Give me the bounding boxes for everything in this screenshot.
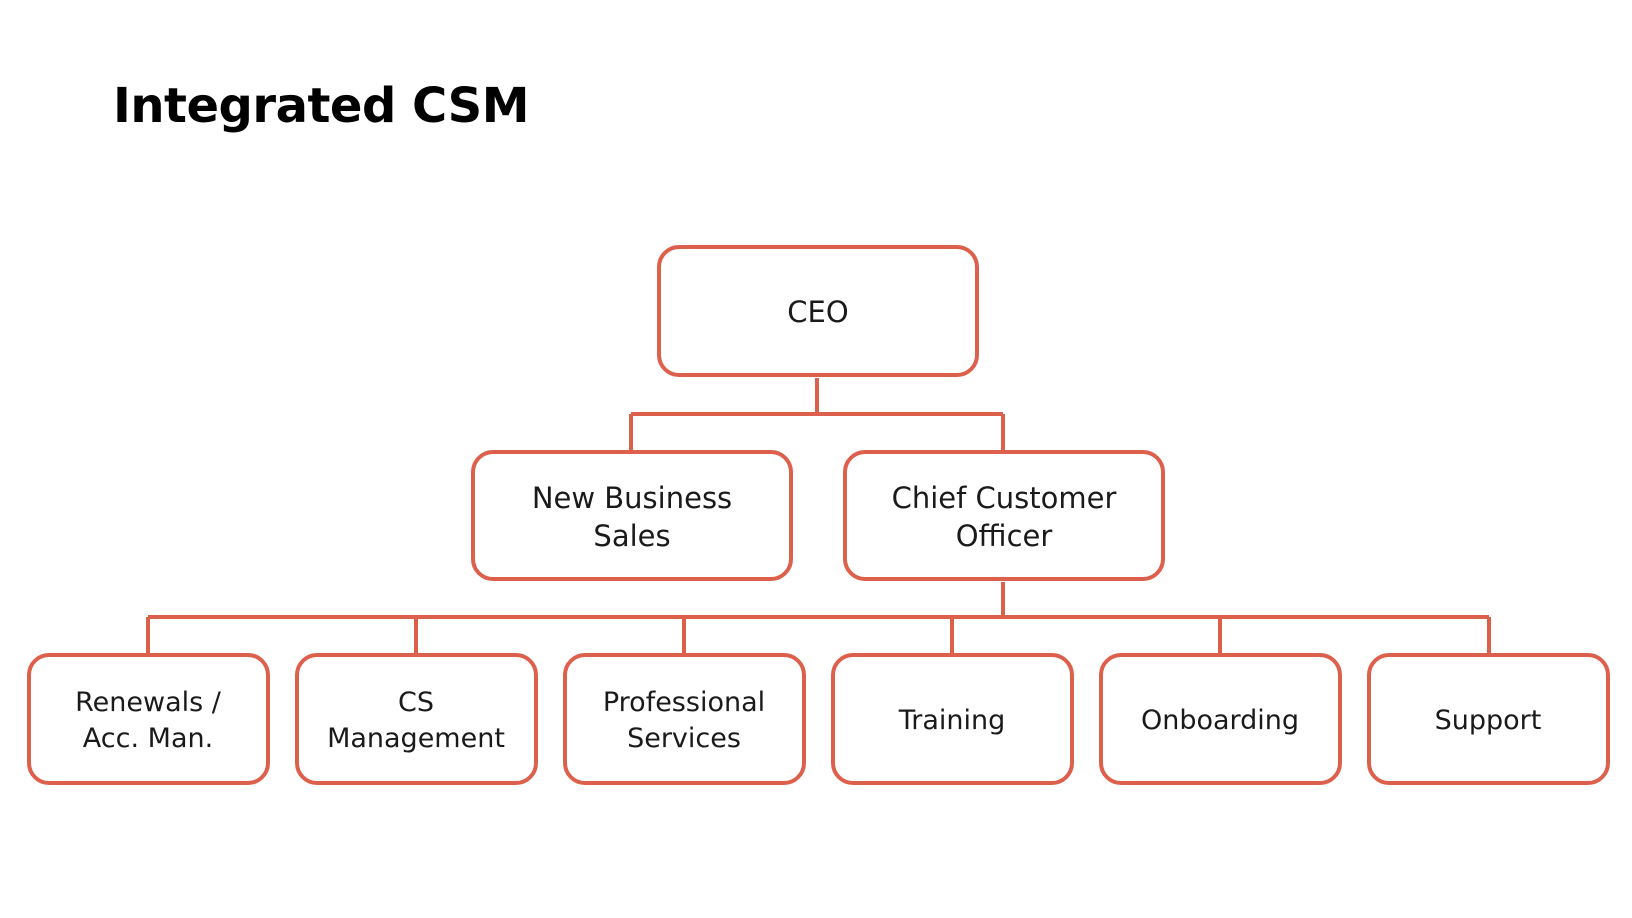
node-support: Support [1367, 653, 1610, 785]
node-professional-services-box [563, 653, 806, 785]
node-professional-services-label-line-1: Professional [603, 687, 765, 718]
node-training-label: Training [898, 705, 1006, 736]
node-ceo: CEO [657, 245, 979, 377]
node-cs-management: CS Management [295, 653, 538, 785]
node-ceo-box [657, 245, 979, 377]
node-onboarding-box [1099, 653, 1342, 785]
node-cs-management-label-line-2: Management [327, 723, 505, 754]
node-chief-customer-officer-label-line-1: Chief Customer [892, 481, 1117, 515]
node-renewals-box [27, 653, 270, 785]
node-cs-management-label-line-1: CS [398, 687, 434, 718]
node-support-label: Support [1435, 705, 1542, 736]
node-new-business-sales: New Business Sales [471, 450, 793, 581]
node-renewals-label-line-1: Renewals / [75, 687, 222, 718]
node-onboarding-label: Onboarding [1141, 705, 1299, 736]
node-new-business-sales-label-line-2: Sales [593, 519, 670, 553]
node-support-box [1367, 653, 1610, 785]
node-chief-customer-officer: Chief Customer Officer [843, 450, 1165, 581]
node-renewals-label-line-2: Acc. Man. [83, 723, 213, 754]
connector-ceo [629, 378, 1005, 452]
node-chief-customer-officer-label-line-2: Officer [956, 519, 1053, 553]
node-new-business-sales-label-line-1: New Business [532, 481, 732, 515]
node-professional-services: Professional Services [563, 653, 806, 785]
node-professional-services-label-line-2: Services [627, 723, 741, 754]
connectors [146, 378, 1491, 655]
node-cs-management-box [295, 653, 538, 785]
page-title: Integrated CSM [113, 78, 529, 134]
node-onboarding: Onboarding [1099, 653, 1342, 785]
node-training: Training [831, 653, 1074, 785]
node-renewals: Renewals / Acc. Man. [27, 653, 270, 785]
node-training-box [831, 653, 1074, 785]
connector-cco [146, 582, 1491, 655]
node-chief-customer-officer-box [843, 450, 1165, 581]
node-ceo-label: CEO [787, 295, 848, 329]
node-new-business-sales-box [471, 450, 793, 581]
